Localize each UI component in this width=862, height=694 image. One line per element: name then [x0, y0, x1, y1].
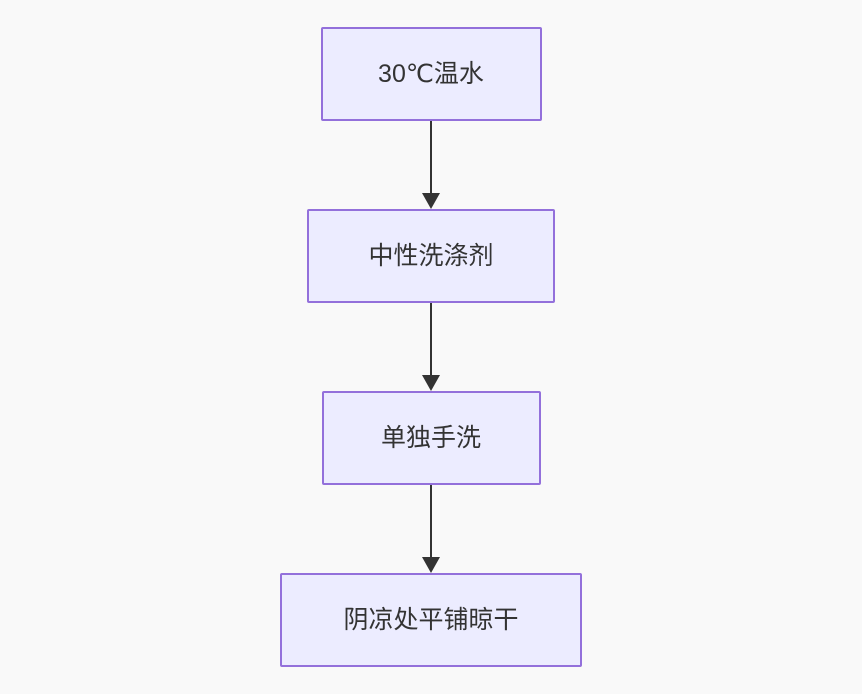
node-hand-wash-label: 单独手洗: [380, 423, 481, 452]
arrow-down-icon: [422, 485, 440, 573]
node-hand-wash: 单独手洗: [321, 391, 541, 485]
node-neutral-detergent-label: 中性洗涤剂: [368, 241, 494, 270]
edge-c-to-d: [420, 485, 442, 573]
node-warm-water-label: 30℃温水: [378, 59, 484, 88]
node-warm-water: 30℃温水: [320, 27, 542, 121]
edge-a-to-b: [420, 121, 442, 209]
edge-b-to-c: [420, 303, 442, 391]
arrow-down-icon: [422, 303, 440, 391]
node-dry-flat-in-shade-label: 阴凉处平铺晾干: [343, 605, 519, 634]
arrow-down-icon: [422, 121, 440, 209]
node-neutral-detergent: 中性洗涤剂: [307, 209, 555, 303]
node-dry-flat-in-shade: 阴凉处平铺晾干: [280, 573, 582, 667]
